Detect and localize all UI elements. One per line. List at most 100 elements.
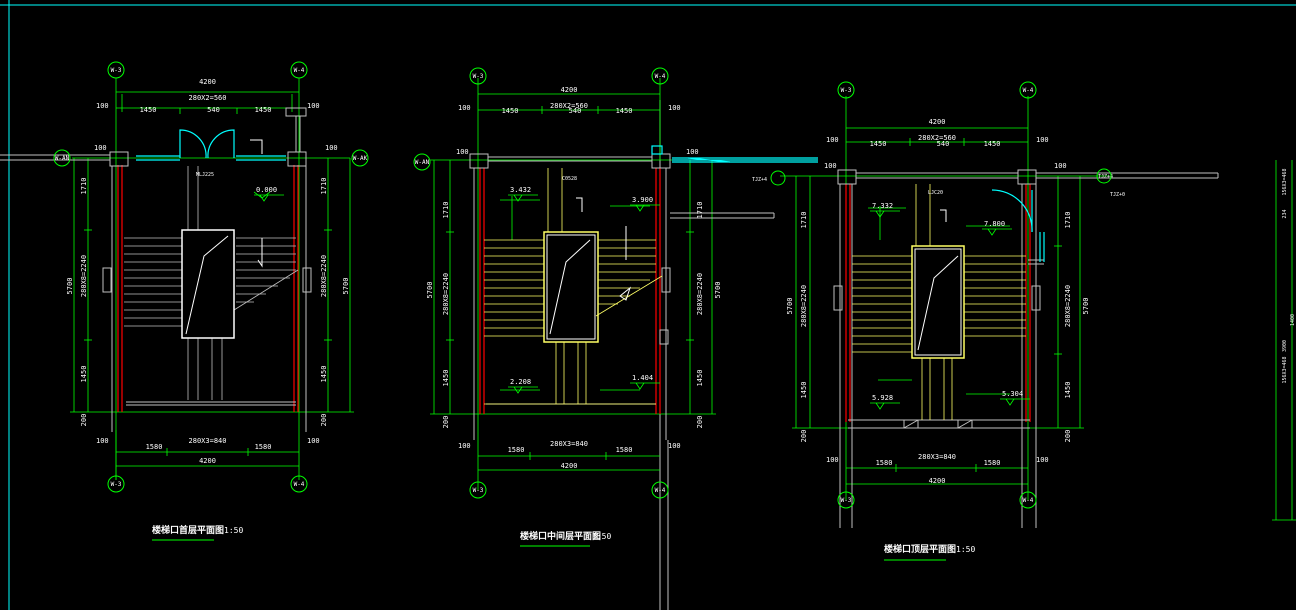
plan-2-top-total-dim: 4200 <box>929 118 946 126</box>
plan-0-top-sub-dim: 280X2=560 <box>189 94 227 102</box>
plan-2-tag-right: TJZ+4 <box>1098 174 1113 180</box>
plan-2-level-4-value: 5.304 <box>1002 390 1023 398</box>
plan-0-top-total-dim: 4200 <box>199 78 216 86</box>
plan-1-bottom-part-1: 1580 <box>508 446 525 454</box>
plan-1-left-side-dim-3: 1450 <box>442 370 450 387</box>
plan-1-right-side-total: 5700 <box>714 282 722 299</box>
plan-1-level-1-value: 3.432 <box>510 186 531 194</box>
plan-2-tag-circle-2 <box>1096 168 1112 184</box>
plan-1-window-tag: C0528 <box>562 176 577 182</box>
plan-0-axis-top-right: W-4 <box>290 61 308 79</box>
plan-0-side-edge-right-dim: 100 <box>325 144 338 152</box>
plan-0-bottom-edge-right-dim: 100 <box>307 437 320 445</box>
plan-2-axis-top-right: W-4 <box>1019 81 1037 99</box>
plan-1-bottom-total-dim: 4200 <box>561 462 578 470</box>
plan-2-bottom-part-2: 280X3=840 <box>918 453 956 461</box>
plan-0-axis-bottom-left: W-3 <box>107 475 125 493</box>
plan-2-right-side-dim-1: 1710 <box>1064 212 1072 229</box>
plan-2-window-tag: LJC20 <box>928 190 943 196</box>
plan-0-level-1: 0.000 <box>254 186 284 202</box>
plan-0-scale: 1:50 <box>224 526 243 535</box>
plan-1-right-side-dim-1: 1710 <box>696 202 704 219</box>
plan-0-axis-top-right-label: W-4 <box>294 67 305 74</box>
plan-0-right-side-dim-3: 1450 <box>320 366 328 383</box>
plan-1-side-edge-right-dim: 100 <box>686 148 699 156</box>
plan-0-left-side-dim-1: 1710 <box>80 178 88 195</box>
plan-2-level-1-value: 7.332 <box>872 202 893 210</box>
plan-1-left-side-dim-1: 1710 <box>442 202 450 219</box>
plan-0-axis-side-right: W-AK <box>351 149 369 167</box>
right-edge-dim-5: 156X3=468 <box>1282 356 1288 383</box>
plan-1-axis-bottom-left: W-3 <box>469 481 487 499</box>
plan-1-bottom-edge-left-dim: 100 <box>458 442 471 450</box>
plan-2-axis-bottom-right-label: W-4 <box>1023 497 1034 504</box>
plan-2-left-side-total: 5700 <box>786 298 794 315</box>
plan-2-tag-left: TJZ+4 <box>752 177 767 183</box>
plan-2-axis-bottom-right: W-4 <box>1019 491 1037 509</box>
text-layer: 4200 280X2=560 1450 540 1450 100 100 100 100 100 1… <box>66 78 1296 561</box>
plan-1-level-2-value: 3.900 <box>632 196 653 204</box>
plan-2-scale: 1:50 <box>956 545 975 554</box>
right-edge-dim-2: 234 <box>1282 209 1288 218</box>
right-edge-dim-4: 3900 <box>1282 340 1288 352</box>
plan-1-edge-right-dim: 100 <box>668 104 681 112</box>
plan-1-axis-top-left-label: W-3 <box>473 73 484 80</box>
plan-0-right-side-dim-4: 200 <box>320 414 328 427</box>
plan-1-axis-side-left: W-AN <box>413 153 431 171</box>
right-edge-dim-1: 156X3=468 <box>1282 168 1288 195</box>
plan-2-bottom-edge-right-dim: 100 <box>1036 456 1049 464</box>
plan-2-right-side-dim-3: 1450 <box>1064 382 1072 399</box>
plan-1-right-side-dim-2: 280X8=2240 <box>696 273 704 315</box>
plan-0-side-edge-left-dim: 100 <box>94 144 107 152</box>
plan-1-level-2: 3.900 <box>630 196 660 212</box>
page-grid-lines <box>659 100 669 610</box>
plan-0-axis-side-right-label: W-AK <box>353 155 368 162</box>
plan-2-axis-top-right-label: W-4 <box>1023 87 1034 94</box>
plan-2-left-side-dim-3: 1450 <box>800 382 808 399</box>
plan-1-right-side-dim-4: 200 <box>696 416 704 429</box>
plan-0-right-side-dim-2: 280X8=2240 <box>320 255 328 297</box>
plan-0-axis-bottom-left-label: W-3 <box>111 481 122 488</box>
plan-0-level-1-value: 0.000 <box>256 186 277 194</box>
plan-0-axis-side-left: W-AN <box>53 149 71 167</box>
plan-0-bottom-part-2: 280X3=840 <box>189 437 227 445</box>
plan-2-axis-bottom-left: W-3 <box>837 491 855 509</box>
plan-1-axis-bottom-right: W-4 <box>651 481 669 499</box>
plan-0-axis-bottom-right-label: W-4 <box>294 481 305 488</box>
plan-2-bottom-part-3: 1580 <box>984 459 1001 467</box>
plan-1-axis-bottom-right-label: W-4 <box>655 487 666 494</box>
plan-right-partial <box>1272 160 1296 521</box>
plan-1-axis-top-right-label: W-4 <box>655 73 666 80</box>
plan-2-bottom-part-1: 1580 <box>876 459 893 467</box>
plan-2-title: 楼梯口顶层平面图 <box>884 543 956 555</box>
plan-2-level-3: 5.928 <box>870 394 900 410</box>
plan-1-bottom-part-3: 1580 <box>616 446 633 454</box>
plan-0-door-tag: MLJ225 <box>196 172 214 178</box>
plan-1-top-part-1: 1450 <box>502 107 519 115</box>
plan-1-level-1: 3.432 <box>508 186 538 202</box>
plan-2-top-sub-dim: 280X2=560 <box>918 134 956 142</box>
plan-0-bottom-part-1: 1580 <box>146 443 163 451</box>
plan-0-bottom-total-dim: 4200 <box>199 457 216 465</box>
right-edge-dim-3: 1400 <box>1290 314 1296 326</box>
plan-1-level-3: 2.208 <box>508 378 538 394</box>
plan-2-top-part-3: 1450 <box>984 140 1001 148</box>
plan-0-axis-top-left-label: W-3 <box>111 67 122 74</box>
plan-0-left-side-dim-3: 1450 <box>80 366 88 383</box>
plan-1-top-part-3: 1450 <box>616 107 633 115</box>
plan-0-title: 楼梯口首层平面图 <box>152 524 224 536</box>
plan-2-axis-bottom-left-label: W-3 <box>841 497 852 504</box>
plan-0-right-side-dim-1: 1710 <box>320 178 328 195</box>
plan-2-level-2-value: 7.800 <box>984 220 1005 228</box>
plan-1-side-edge-left-dim: 100 <box>456 148 469 156</box>
plan-0-bottom-edge-left-dim: 100 <box>96 437 109 445</box>
plan-0-axis-side-left-label: W-AN <box>55 155 70 162</box>
plan-0-bottom-part-3: 1580 <box>255 443 272 451</box>
plan-0-left-side-dim-2: 280X8=2240 <box>80 255 88 297</box>
plan-0-axis-bottom-right: W-4 <box>290 475 308 493</box>
plan-1-top-part-2: 540 <box>569 107 582 115</box>
